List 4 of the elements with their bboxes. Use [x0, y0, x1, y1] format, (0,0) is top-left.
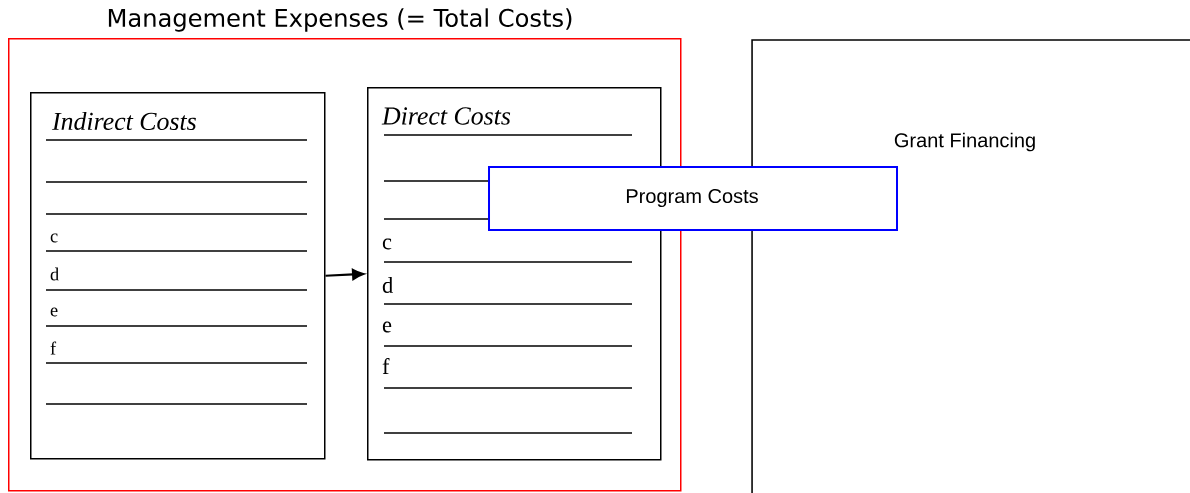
cost-list-box: Indirect Costs c d e f	[30, 92, 326, 460]
node-label: Management Expenses (= Total Costs)	[108, 8, 572, 32]
arrow	[325, 268, 365, 281]
program-box: Program Costs	[488, 166, 898, 231]
